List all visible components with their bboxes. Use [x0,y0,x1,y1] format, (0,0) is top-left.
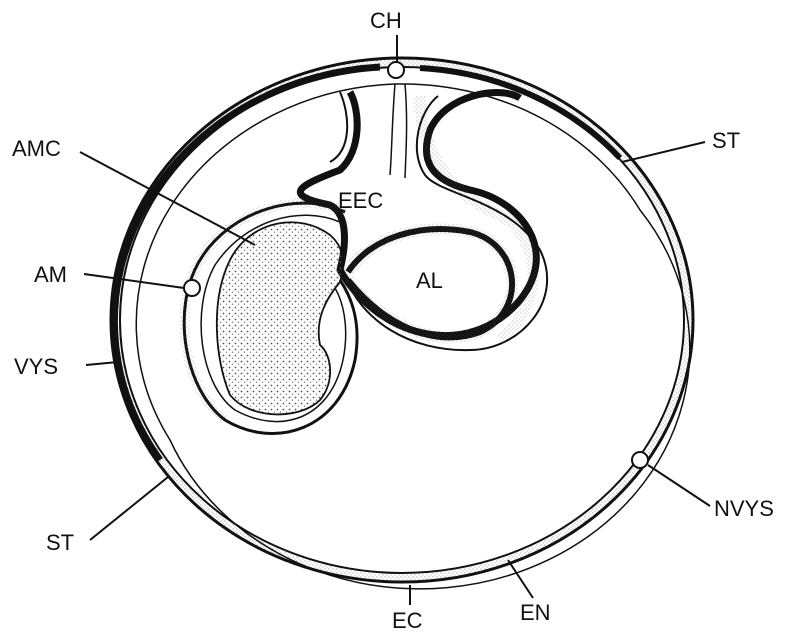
leader-st-right [622,142,705,162]
label-ec: EC [392,608,423,633]
embryo-body [217,222,343,414]
leader-vys [86,362,118,365]
label-st-left: ST [46,530,74,555]
label-st-right: ST [712,128,740,153]
label-en: EN [520,600,551,625]
label-vys: VYS [14,354,58,379]
label-eec: EEC [338,188,383,213]
label-am: AM [34,262,67,287]
leader-am [84,274,184,288]
label-al: AL [416,268,443,293]
ch-marker [388,62,404,78]
label-ch: CH [370,8,402,33]
label-nvys: NVYS [714,496,774,521]
am-marker [184,280,200,296]
label-amc: AMC [12,136,61,161]
allantois-loop [300,84,547,350]
nvys-marker [632,452,648,468]
leader-st-left [90,477,168,540]
leader-en [508,560,533,598]
leader-nvys [648,465,710,506]
